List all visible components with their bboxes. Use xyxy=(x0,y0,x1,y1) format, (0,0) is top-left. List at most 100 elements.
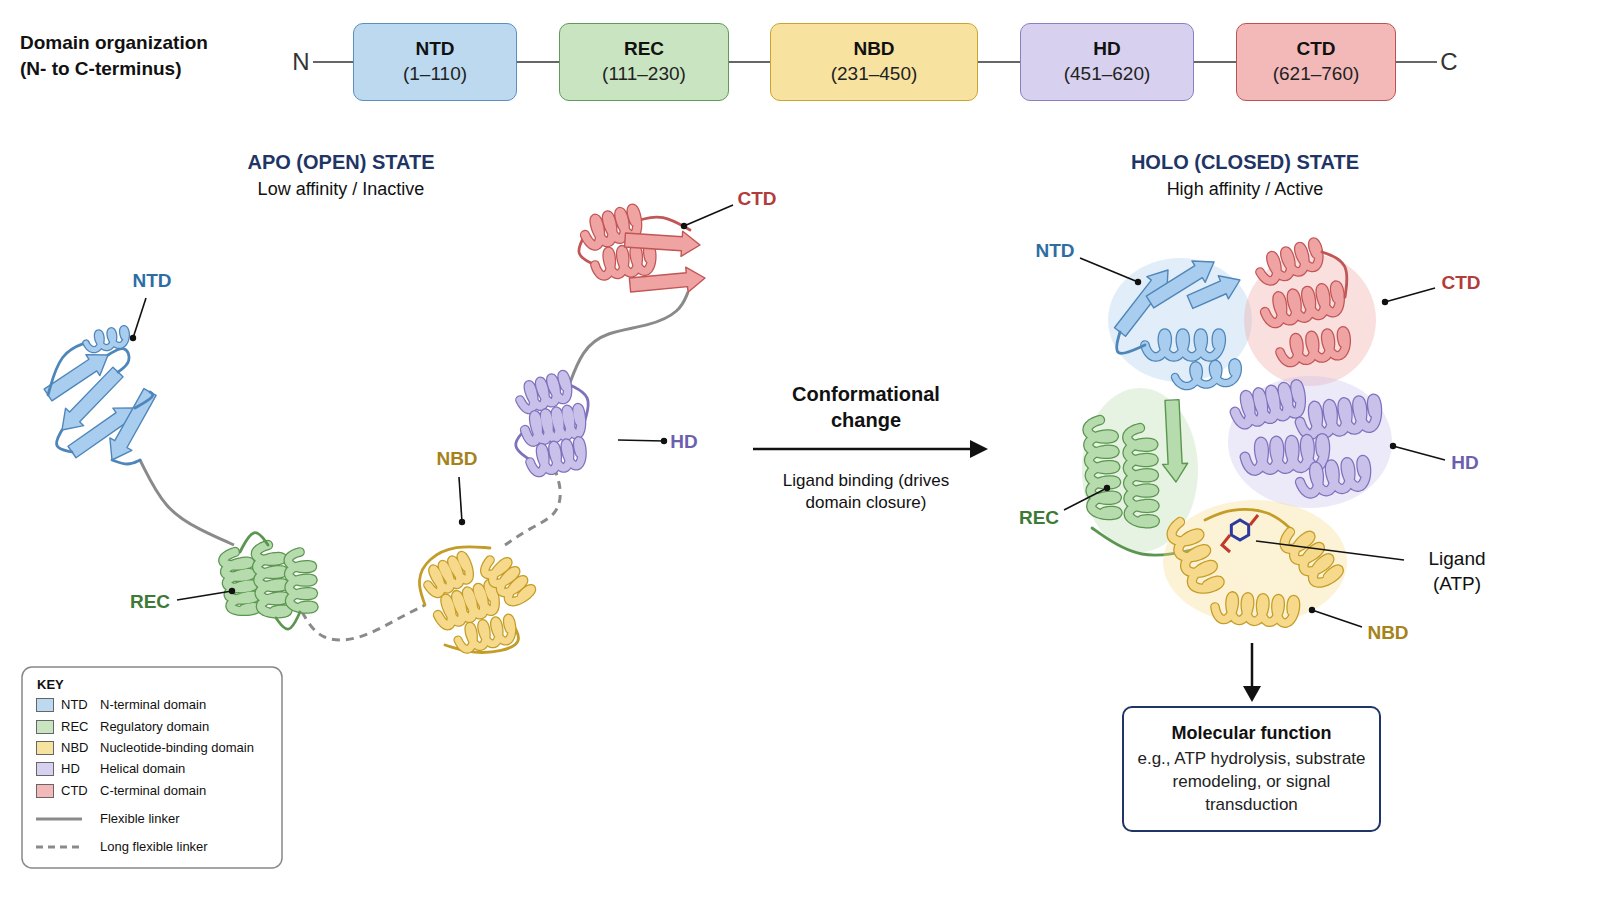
helix-outline xyxy=(1280,331,1346,363)
legend-text: Regulatory domain xyxy=(100,719,209,735)
alpha-helix xyxy=(256,545,288,613)
nbd-cartoon xyxy=(1163,500,1347,624)
legend-swatch xyxy=(36,784,54,798)
ligand-label: Ligand (ATP) xyxy=(1412,547,1502,596)
alpha-helix xyxy=(1300,460,1366,494)
leader-dot xyxy=(1390,443,1396,449)
leader-line xyxy=(1385,288,1435,302)
helix-outline xyxy=(428,556,469,594)
helix-outline xyxy=(458,618,512,649)
alpha-helix xyxy=(1145,333,1221,357)
legend-text: Helical domain xyxy=(100,761,185,777)
ligand-ring xyxy=(1231,520,1248,540)
helix-outline xyxy=(86,329,126,350)
state-title: HOLO (CLOSED) STATE xyxy=(1131,149,1359,175)
helix-outline xyxy=(223,552,257,611)
legend-text: Long flexible linker xyxy=(100,839,208,855)
helix-outline xyxy=(1235,385,1301,425)
leader-dot xyxy=(1135,279,1141,285)
alpha-helix xyxy=(86,329,126,350)
helix-ribbon xyxy=(256,545,288,613)
leader-dot xyxy=(1382,299,1388,305)
domain-surface xyxy=(1163,500,1347,624)
coil-loop xyxy=(48,342,88,395)
legend-swatch xyxy=(36,762,54,776)
alpha-helix xyxy=(525,408,581,442)
key-abbreviation: NTD xyxy=(61,697,88,714)
alpha-helix xyxy=(438,584,495,625)
domain-label: NTD xyxy=(1035,239,1074,264)
function-arrow xyxy=(1251,643,1254,688)
beta-strand xyxy=(629,267,705,292)
box-body: (231–450) xyxy=(831,62,918,87)
beta-strand xyxy=(1163,400,1188,482)
helix-ribbon xyxy=(1235,385,1301,425)
helix-ribbon xyxy=(1172,522,1220,589)
helix-ribbon xyxy=(485,560,532,602)
leader-line xyxy=(1064,488,1107,510)
hd-cartoon xyxy=(516,375,589,473)
helix-outline xyxy=(530,441,582,472)
helix-ribbon xyxy=(1215,596,1295,623)
domain-box: CTD(621–760) xyxy=(1236,23,1396,101)
arrow-head xyxy=(970,440,988,458)
key-title: KEY xyxy=(37,677,64,694)
legend-swatch xyxy=(36,741,54,755)
alpha-helix xyxy=(1087,420,1117,515)
leader-dot xyxy=(681,223,687,229)
helix-ribbon xyxy=(428,556,469,594)
helix-outline xyxy=(1215,596,1295,623)
leader-line xyxy=(177,591,232,600)
box-body: (111–230) xyxy=(602,62,686,87)
state-subtitle: High affinity / Active xyxy=(1167,178,1324,201)
terminus-label: N xyxy=(292,46,309,77)
rec-cartoon xyxy=(223,533,314,629)
domain-linker-line xyxy=(1194,61,1236,63)
ntd-cartoon xyxy=(44,329,156,464)
domain-label: NBD xyxy=(436,447,477,472)
alpha-helix xyxy=(485,560,532,602)
helix-outline xyxy=(288,552,314,609)
helix-outline xyxy=(1265,285,1340,323)
domain-label: NBD xyxy=(1367,621,1408,646)
alpha-helix xyxy=(1300,399,1377,435)
legend-line-sample xyxy=(36,818,82,821)
domain-label: CTD xyxy=(737,187,776,212)
helix-ribbon xyxy=(1300,399,1377,435)
helix-ribbon xyxy=(530,441,582,472)
key-abbreviation: NBD xyxy=(61,740,88,757)
coil-loop xyxy=(135,392,153,408)
helix-ribbon xyxy=(1087,420,1117,515)
alpha-helix xyxy=(288,552,314,609)
box-heading: REC xyxy=(624,37,664,62)
leader-dot xyxy=(1309,607,1315,613)
nbd-cartoon xyxy=(419,547,531,653)
domain-box: HD(451–620) xyxy=(1020,23,1194,101)
row-heading: Domain organization (N- to C-terminus) xyxy=(20,30,235,81)
terminus-line xyxy=(1396,61,1437,63)
domain-box: NBD(231–450) xyxy=(770,23,978,101)
alpha-helix xyxy=(1265,285,1340,323)
domain-label: NTD xyxy=(132,269,171,294)
helix-outline xyxy=(1172,522,1220,589)
protein-cartoons xyxy=(44,205,1445,653)
long-flexible-linker xyxy=(505,470,560,545)
leader-line xyxy=(1312,610,1362,627)
domain-label: REC xyxy=(1019,506,1059,531)
helix-outline xyxy=(485,560,532,602)
helix-outline xyxy=(595,247,652,276)
atp-ligand xyxy=(1222,515,1258,552)
coil-loop xyxy=(112,460,140,464)
leader-line xyxy=(1393,446,1445,460)
leader-line xyxy=(618,440,664,441)
domain-label: REC xyxy=(130,590,170,615)
leader-dot xyxy=(130,335,136,341)
helix-ribbon xyxy=(1265,285,1340,323)
legend-text: C-terminal domain xyxy=(100,783,206,799)
alpha-helix xyxy=(530,441,582,472)
terminus-line xyxy=(313,61,353,63)
terminus-label: C xyxy=(1440,46,1457,77)
transition-arrow xyxy=(753,448,972,451)
alpha-helix xyxy=(1172,522,1220,589)
domain-linker-line xyxy=(978,61,1020,63)
